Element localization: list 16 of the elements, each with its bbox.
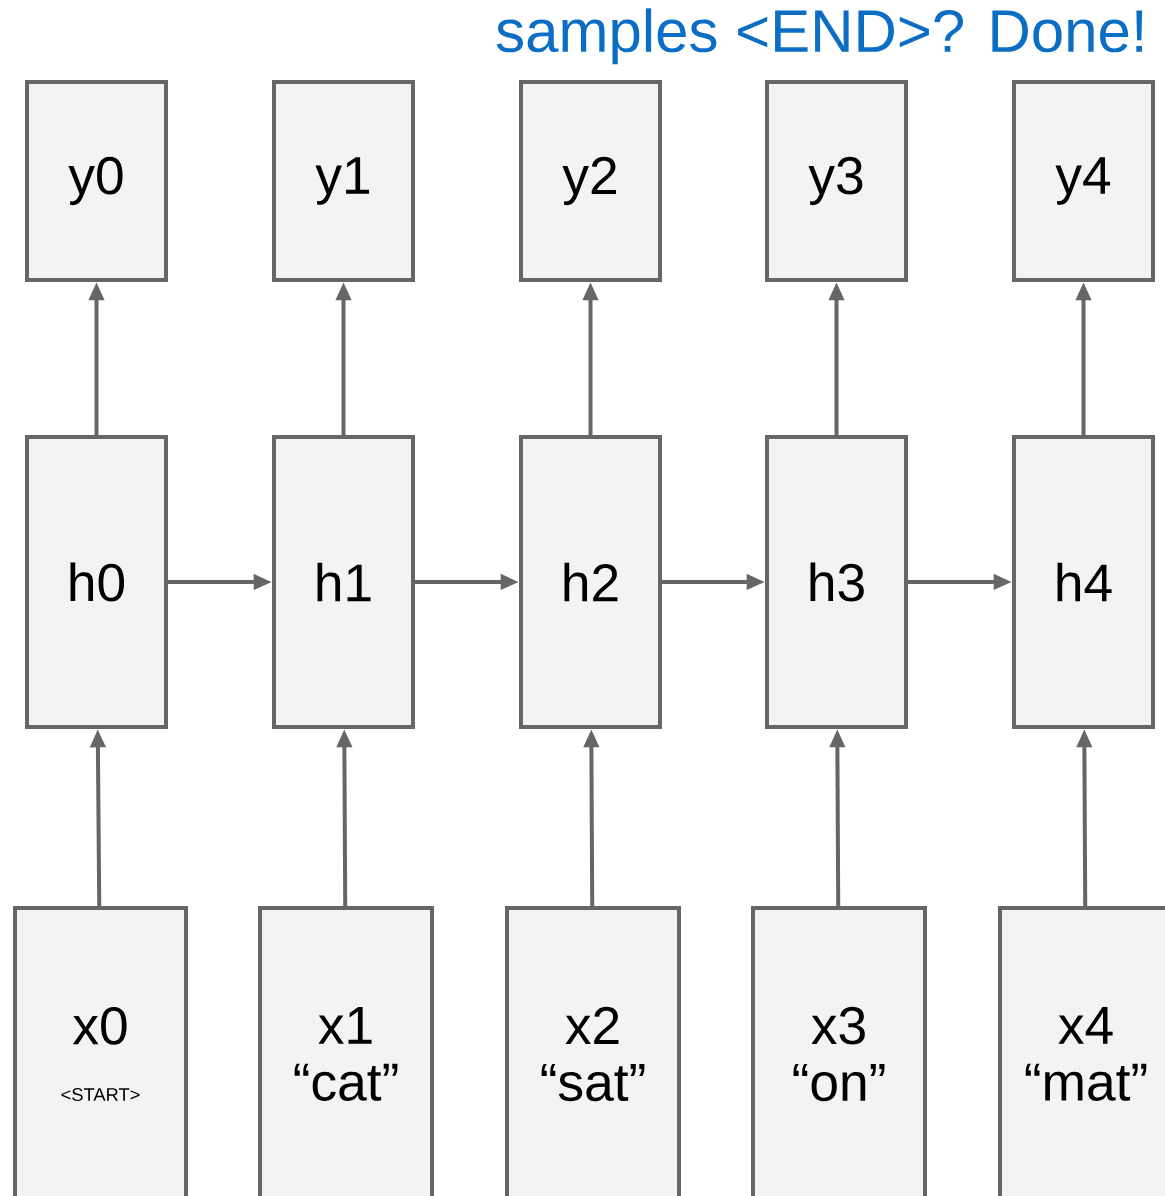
- process-box: h4: [1012, 435, 1155, 729]
- process-box: y4: [1012, 80, 1155, 282]
- process-box: h3: [765, 435, 908, 729]
- process-box: x2 “sat”: [505, 906, 681, 1196]
- process-box: y2: [519, 80, 662, 282]
- process-box: h1: [272, 435, 415, 729]
- process-box: h2: [519, 435, 662, 729]
- process-box: x3 “on”: [751, 906, 927, 1196]
- process-box: y1: [272, 80, 415, 282]
- process-box: x0 <START>: [13, 906, 188, 1196]
- annotation-text: samples <END>? Done!: [496, 8, 1143, 65]
- process-box: y0: [25, 80, 168, 282]
- process-box: x1 “cat”: [258, 906, 434, 1196]
- process-box: h0: [25, 435, 168, 729]
- process-box: y3: [765, 80, 908, 282]
- process-box: x4 “mat”: [998, 906, 1165, 1196]
